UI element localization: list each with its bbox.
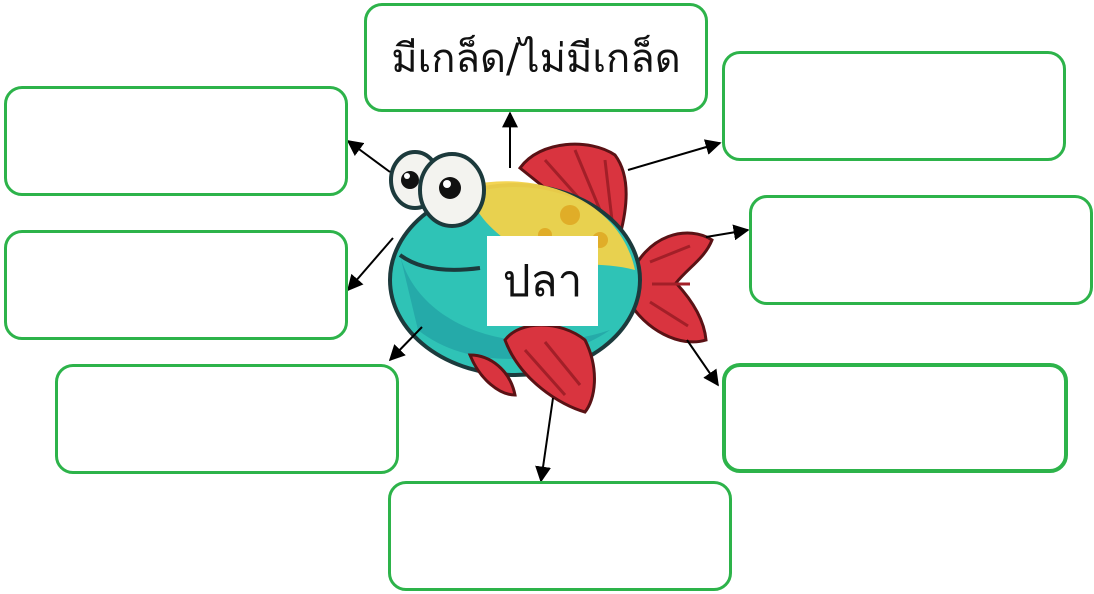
arrow-to-left-bottom-box [388,326,423,362]
empty-box-right-middle[interactable] [749,195,1093,305]
arrow-to-right-top-box [627,139,722,171]
top-label-box: มีเกล็ด/ไม่มีเกล็ด [364,3,708,112]
empty-box-left-bottom[interactable] [55,364,399,474]
empty-box-right-top[interactable] [722,51,1066,161]
empty-box-right-bottom[interactable] [722,363,1068,473]
empty-box-bottom[interactable] [388,481,732,591]
arrow-to-left-middle-box [346,237,394,292]
fish-mouth [398,253,481,272]
empty-box-left-middle[interactable] [4,230,348,340]
top-label-text: มีเกล็ด/ไม่มีเกล็ด [391,35,681,82]
arrow-to-right-middle-box [705,224,750,241]
arrow-to-right-bottom-box [686,339,719,387]
empty-box-left-top[interactable] [4,86,348,196]
center-label: ปลา [487,236,598,326]
arrow-to-left-top-box [346,140,391,173]
arrows [346,111,750,483]
arrow-to-bottom-box [535,397,554,483]
